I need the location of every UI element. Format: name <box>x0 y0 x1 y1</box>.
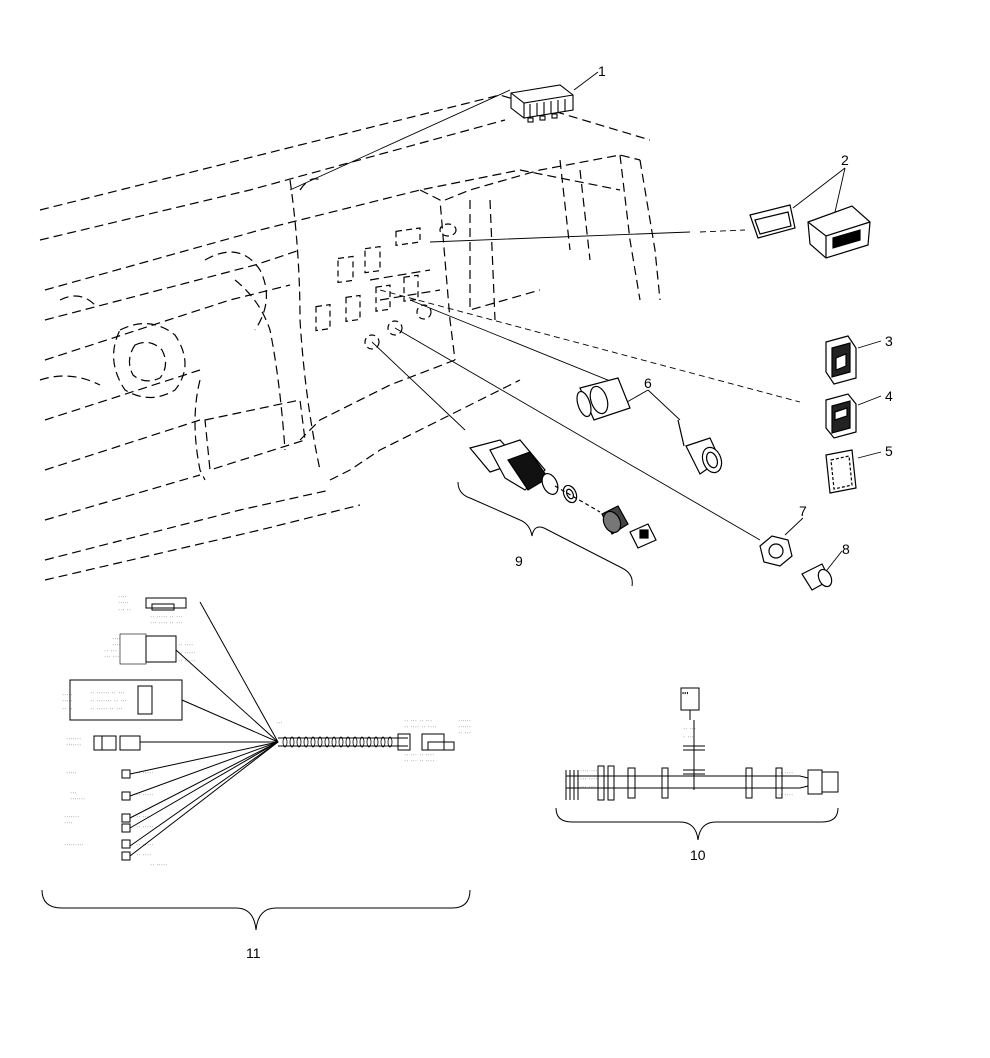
part-indicator-lamp <box>801 563 833 591</box>
callout-5: 5 <box>885 443 893 459</box>
svg-text:·····: ····· <box>118 601 129 605</box>
callout-10: 10 <box>690 847 706 863</box>
svg-text:·· ····· ·· ···: ·· ····· ·· ··· <box>90 707 122 711</box>
svg-text:·· ···: ·· ··· <box>104 649 117 653</box>
dashboard-body <box>39 94 661 581</box>
svg-text:·······: ······· <box>66 737 81 741</box>
callout-9: 9 <box>515 553 523 569</box>
svg-text:·· ····: ·· ···· <box>136 815 151 819</box>
svg-text:····: ···· <box>64 821 73 825</box>
svg-text:·· ··· ·· ····: ·· ··· ·· ···· <box>404 753 434 757</box>
svg-text:······: ······ <box>458 725 471 729</box>
callout-8: 8 <box>842 541 850 557</box>
svg-text:·······: ······· <box>66 743 81 747</box>
switch-cutouts <box>315 223 457 350</box>
svg-text:·· ··· ·· ····: ·· ··· ·· ···· <box>404 759 434 763</box>
svg-text:·· ······· ·· ···: ·· ······· ·· ··· <box>90 699 127 703</box>
svg-text:·····: ····· <box>62 699 73 703</box>
svg-text:··· ···: ··· ··· <box>580 785 595 789</box>
svg-text:·········: ········· <box>64 843 83 847</box>
svg-text:·· ·····: ·· ····· <box>178 659 195 663</box>
svg-text:·· ···· ·· ····: ·· ···· ·· ···· <box>404 725 436 729</box>
svg-text:·····: ····· <box>66 771 77 775</box>
svg-text:·· ····: ·· ···· <box>136 853 151 857</box>
svg-text:·· ···: ·· ··· <box>683 727 696 731</box>
svg-text:····: ···· <box>118 595 127 599</box>
svg-text:·· ·····: ·· ····· <box>178 651 195 655</box>
svg-text:···: ··· <box>276 721 283 725</box>
svg-text:· ···: · ··· <box>683 735 694 739</box>
svg-text:··· ···: ··· ··· <box>104 655 119 659</box>
callout-2: 2 <box>841 152 849 168</box>
svg-text:·· ····: ·· ···· <box>178 643 193 647</box>
part-fuse-block <box>510 84 574 123</box>
callout-1: 1 <box>598 63 606 79</box>
svg-text:····: ···· <box>112 637 121 641</box>
svg-text:·· ······ ·· ···: ·· ······ ·· ··· <box>90 691 125 695</box>
svg-text:·· ····: ·· ···· <box>778 793 793 797</box>
svg-text:·······: ······· <box>70 797 85 801</box>
svg-text:··· ····: ··· ···· <box>580 777 597 781</box>
svg-text:··· ··: ··· ·· <box>118 608 131 612</box>
svg-text:·· ···: ·· ··· <box>458 731 471 735</box>
main-harness-wire-codes: ···· ····· ··· ·· ·· ····· ·· ··· ··· ··… <box>62 595 471 867</box>
svg-text:···· ···: ···· ··· <box>580 769 597 773</box>
svg-text:·····: ····· <box>62 693 73 697</box>
svg-text:·· ·····: ·· ····· <box>136 771 153 775</box>
part-sub-harness <box>565 687 839 801</box>
part-hex-nut <box>759 535 793 567</box>
callout-7: 7 <box>799 503 807 519</box>
callout-11: 11 <box>246 945 261 961</box>
svg-text:·· ····· ·· ···: ·· ····· ·· ··· <box>150 615 182 619</box>
svg-text:······: ······ <box>458 719 471 723</box>
part-switch-plug <box>825 449 857 494</box>
leader-lines <box>289 71 882 571</box>
main-harness-loom <box>282 736 393 748</box>
svg-text:···: ··· <box>70 791 77 795</box>
svg-text:·· ··· ·· ···: ·· ··· ·· ··· <box>404 719 432 723</box>
sub-harness-wire-codes: ▮▮▮ ·· ··· · ··· ···· ··· ··· ···· ··· ·… <box>580 691 793 797</box>
svg-text:·· ·····: ·· ····· <box>136 825 153 829</box>
brackets <box>41 481 839 931</box>
part-ignition-switch <box>468 439 657 549</box>
svg-text:▮▮▮: ▮▮▮ <box>682 691 689 695</box>
svg-text:····: ···· <box>112 643 121 647</box>
callout-3: 3 <box>885 333 893 349</box>
part-main-harness <box>69 597 455 861</box>
svg-text:·· ·····: ·· ····· <box>136 793 153 797</box>
part-switch <box>825 393 857 439</box>
callout-4: 4 <box>885 388 893 404</box>
svg-text:··· ···· ·· ···: ··· ···· ·· ··· <box>150 621 182 625</box>
svg-text:·· ·····: ·· ····· <box>150 863 167 867</box>
svg-text:·· ·····: ·· ····· <box>136 843 153 847</box>
svg-text:·······: ······· <box>64 815 79 819</box>
part-outlet-housing <box>749 204 871 259</box>
part-outlet-socket <box>576 377 723 475</box>
svg-text:·· ····: ·· ···· <box>778 771 793 775</box>
part-rocker-switch <box>825 335 857 385</box>
callout-6: 6 <box>644 375 652 391</box>
svg-text:·· ··: ·· ·· <box>62 707 73 711</box>
callout-labels: 1 2 3 4 5 6 7 8 9 10 11 <box>246 63 893 961</box>
